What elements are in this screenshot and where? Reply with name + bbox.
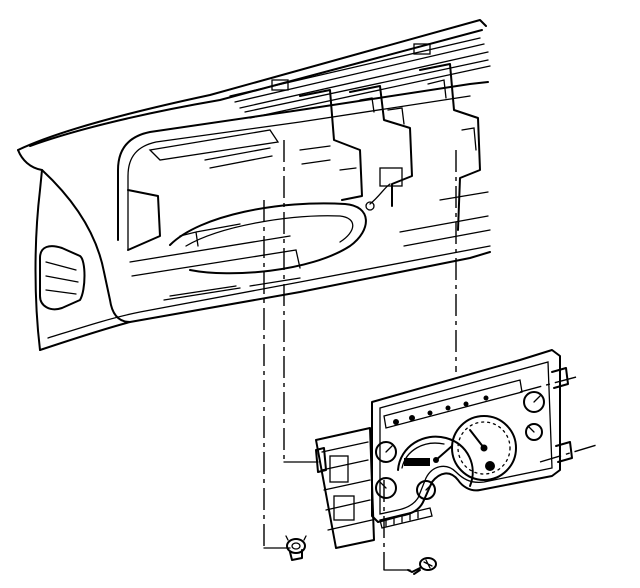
indicator-strip: [383, 379, 523, 429]
instrument-panel: [17, 19, 491, 351]
cavity-oval-inner: [185, 215, 354, 247]
cluster-face-outline: [371, 349, 561, 523]
cluster-rear-connector-2: [333, 495, 355, 521]
alignment-lines: [263, 140, 601, 571]
fuel-gauge: [375, 441, 397, 463]
defrost-tab-right: [413, 43, 431, 55]
harness-clip: [365, 201, 375, 211]
left-air-vent-inner: [45, 261, 79, 295]
cluster-hood-slot: [204, 147, 273, 169]
wiring-connector: [379, 167, 403, 187]
tachometer: [451, 415, 517, 481]
lower-shelf-4: [179, 223, 241, 247]
small-gauge-right: [525, 423, 543, 441]
oil-pressure-gauge: [416, 480, 436, 500]
cluster-hood-top: [148, 129, 280, 161]
speedometer-needle: [435, 445, 453, 461]
alignment-line-right-lower: [539, 443, 601, 463]
alignment-line-right-upper: [519, 375, 581, 393]
voltmeter-gauge: [523, 391, 545, 413]
cluster-hood-left-wall: [127, 189, 161, 251]
rear-bracket-detail: [359, 97, 405, 125]
cavity-oval-opening: [169, 202, 367, 275]
cluster-opening-inner: [127, 95, 471, 251]
cluster-mount-tab-lower-right: [555, 441, 573, 463]
rear-bracket-right: [419, 63, 481, 231]
indicator-lamps: [393, 395, 489, 425]
cluster-rear-housing-ribs: [321, 441, 373, 531]
defrost-vent-strip: [229, 37, 489, 109]
lower-shelf-2: [163, 277, 301, 301]
rear-bracket-left: [299, 89, 363, 201]
instrument-cluster: [315, 349, 573, 549]
panel-lower-lip: [47, 245, 491, 339]
panel-top-crest: [29, 29, 483, 147]
speedometer: [397, 435, 474, 487]
panel-top-outline: [17, 19, 487, 151]
rear-bracket-right-detail: [427, 79, 477, 151]
rear-bracket-center: [349, 85, 413, 207]
tachometer-hub: [485, 461, 495, 471]
cluster-retainer-clip: [285, 535, 307, 561]
cluster-mounting-screw: [407, 557, 437, 575]
panel-lower-edge: [39, 251, 491, 351]
cluster-bottom-strip-ticks: [385, 511, 419, 527]
temperature-gauge: [375, 477, 397, 499]
panel-left-end: [17, 149, 43, 351]
cluster-rear-housing: [315, 427, 375, 549]
lower-shelf-5: [299, 145, 357, 171]
defrost-tab-left: [271, 79, 289, 91]
lower-shelf-3: [399, 191, 491, 247]
cluster-face-inner: [379, 361, 553, 515]
cluster-mount-tab-right: [551, 367, 569, 389]
wiring-harness: [369, 183, 391, 205]
tachometer-needle: [469, 429, 485, 449]
cluster-opening: [117, 81, 489, 241]
odometer-display: [404, 458, 430, 466]
left-air-vent: [39, 245, 86, 311]
cluster-bottom-strip: [379, 507, 433, 529]
cluster-mount-tab-left: [315, 447, 327, 473]
knee-bolster: [41, 169, 131, 323]
cluster-rear-connector: [329, 455, 349, 483]
